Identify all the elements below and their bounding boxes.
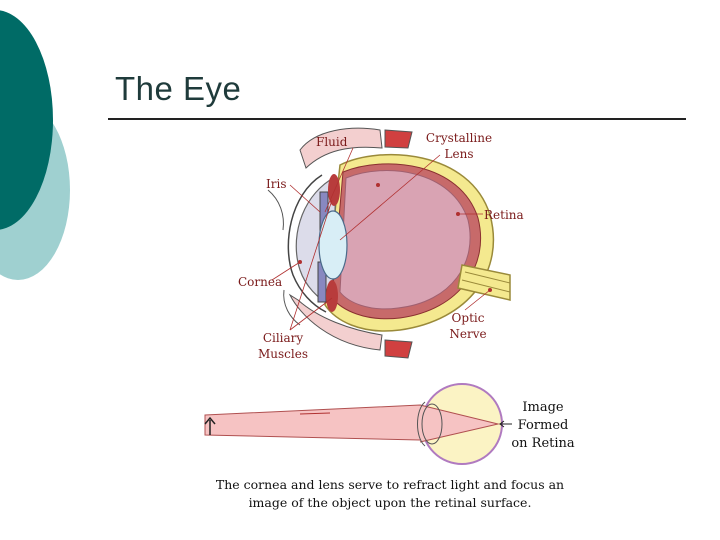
label-retina: Retina [484,208,524,222]
lower-eyelid-muscle [384,339,413,359]
leader-ciliary-upper [289,199,333,331]
lower-eyelid [288,293,383,351]
decor-circle-dark [0,10,53,230]
leader-optic [464,289,491,311]
leader-fluid [324,147,354,213]
leader-cornea [271,261,301,281]
label-image-formed: Image Formed on Retina [511,400,575,451]
leader-ciliary-lower [289,297,333,331]
label-cornea: Cornea [238,275,283,289]
label-fluid: Fluid [316,135,348,149]
object-arrow [204,416,216,435]
focused-beam [419,404,499,443]
label-crystalline-lens: Crystalline Lens [425,131,493,161]
leader-iris [289,184,321,213]
crystalline-lens [318,210,348,280]
image-arrow [499,420,505,428]
slide-title: The Eye [115,70,242,107]
title-divider [108,118,686,120]
upper-eyelid-muscle [384,129,413,149]
label-optic-nerve: Optic Nerve [449,311,487,341]
leader-lens [339,154,441,241]
label-ciliary-muscles: Ciliary Muscles [258,331,308,361]
small-lens [421,403,443,445]
label-iris: Iris [266,177,287,191]
slide-decoration [0,10,70,280]
upper-eyelid [299,127,383,169]
diagram-caption: The cornea and lens serve to refract lig… [215,477,565,510]
ciliary-muscle-lower [326,280,338,312]
